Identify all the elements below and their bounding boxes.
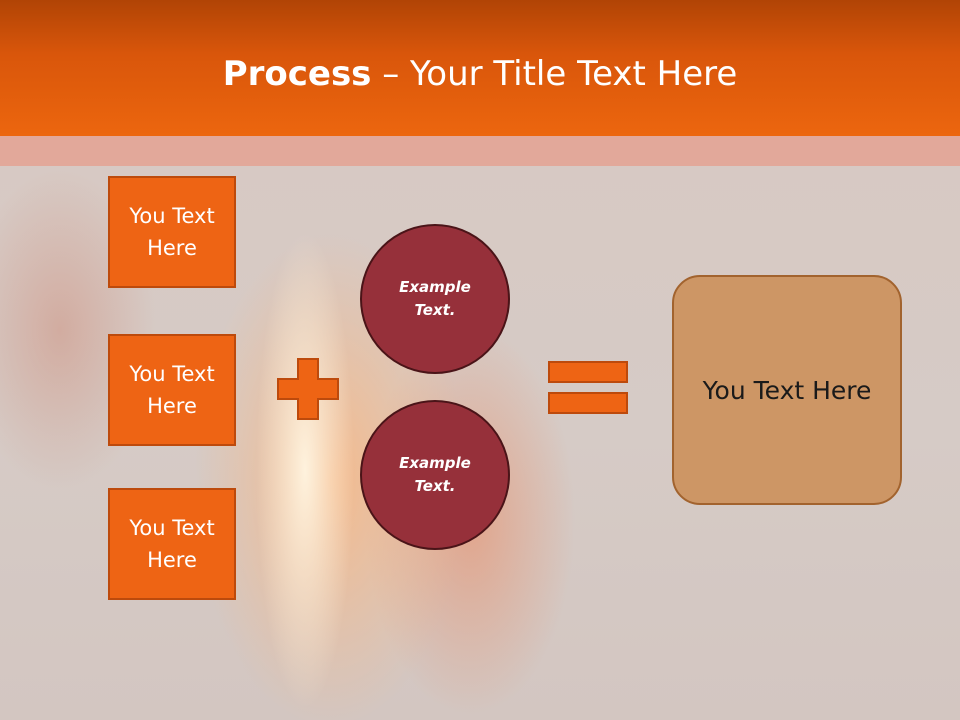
header-band bbox=[0, 136, 960, 166]
plus-icon bbox=[277, 358, 339, 420]
circle-label: Example Text. bbox=[399, 278, 471, 319]
process-box-3[interactable]: You Text Here bbox=[108, 488, 236, 600]
header-bar bbox=[0, 0, 960, 136]
result-label: You Text Here bbox=[702, 375, 872, 405]
result-box[interactable]: You Text Here bbox=[672, 275, 902, 505]
process-box-label: You Text Here bbox=[129, 204, 215, 260]
process-box-2[interactable]: You Text Here bbox=[108, 334, 236, 446]
equals-icon bbox=[548, 361, 628, 414]
process-box-1[interactable]: You Text Here bbox=[108, 176, 236, 288]
example-circle-1[interactable]: Example Text. bbox=[360, 224, 510, 374]
title-rest: – Your Title Text Here bbox=[371, 54, 738, 94]
example-circle-2[interactable]: Example Text. bbox=[360, 400, 510, 550]
process-box-label: You Text Here bbox=[129, 516, 215, 572]
title-bold: Process bbox=[222, 54, 372, 94]
circle-label: Example Text. bbox=[399, 454, 471, 495]
process-box-label: You Text Here bbox=[129, 362, 215, 418]
slide-title[interactable]: Process – Your Title Text Here bbox=[0, 52, 960, 96]
